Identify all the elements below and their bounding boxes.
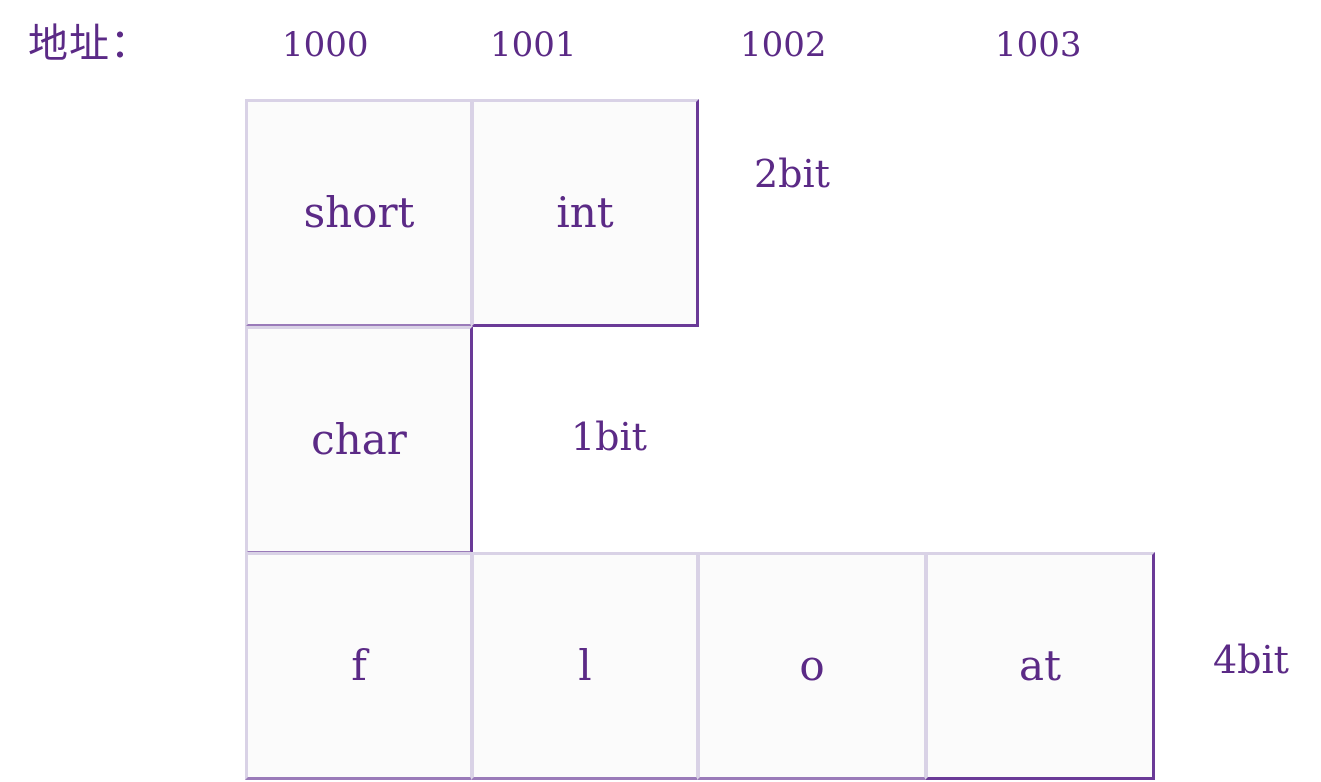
cell-row3-col4-label: at <box>1019 641 1061 690</box>
address-title: 地址： <box>28 21 151 67</box>
cell-row1-col2: int <box>471 99 699 327</box>
cell-row3-col1: f <box>245 552 473 780</box>
cell-row1-col1-label: short <box>303 188 415 237</box>
cell-row3-col1-label: f <box>351 641 367 690</box>
cell-row2-col1-label: char <box>311 415 407 464</box>
cell-row1-col1: short <box>245 99 473 327</box>
cell-row3-col3-label: o <box>799 641 825 690</box>
cell-row3-col4: at <box>925 552 1155 780</box>
address-1003: 1003 <box>995 25 1082 65</box>
cell-row3-col3: o <box>697 552 927 780</box>
cell-row3-col2-label: l <box>578 641 592 690</box>
cell-row2-col1: char <box>245 326 473 554</box>
address-1002: 1002 <box>740 25 827 65</box>
row3-note: 4bit <box>1213 638 1289 682</box>
address-1000: 1000 <box>282 25 369 65</box>
cell-row3-col2: l <box>471 552 699 780</box>
row1-note: 2bit <box>754 152 830 196</box>
cell-row1-col2-label: int <box>556 188 614 237</box>
address-1001: 1001 <box>490 25 577 65</box>
row2-note: 1bit <box>571 415 647 459</box>
